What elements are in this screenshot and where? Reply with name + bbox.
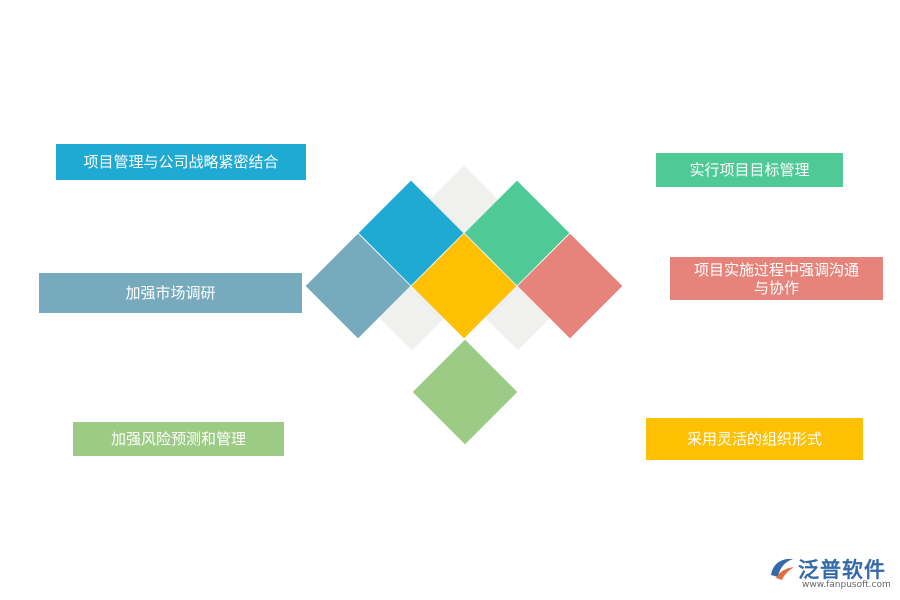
label-target-management: 实行项目目标管理 xyxy=(656,153,843,187)
label-risk-management: 加强风险预测和管理 xyxy=(73,422,284,456)
diamond-light-green xyxy=(412,339,518,445)
label-strategy-alignment: 项目管理与公司战略紧密结合 xyxy=(56,144,306,180)
label-flexible-organization: 采用灵活的组织形式 xyxy=(646,418,863,460)
logo-mark-icon xyxy=(771,558,794,580)
label-market-research: 加强市场调研 xyxy=(39,273,302,313)
logo-name: 泛普软件 xyxy=(798,558,886,582)
brand-logo: 泛普软件 www.fanpusoft.com xyxy=(768,552,893,592)
logo-url: www.fanpusoft.com xyxy=(802,580,891,590)
label-communication: 项目实施过程中强调沟通 与协作 xyxy=(670,257,883,300)
